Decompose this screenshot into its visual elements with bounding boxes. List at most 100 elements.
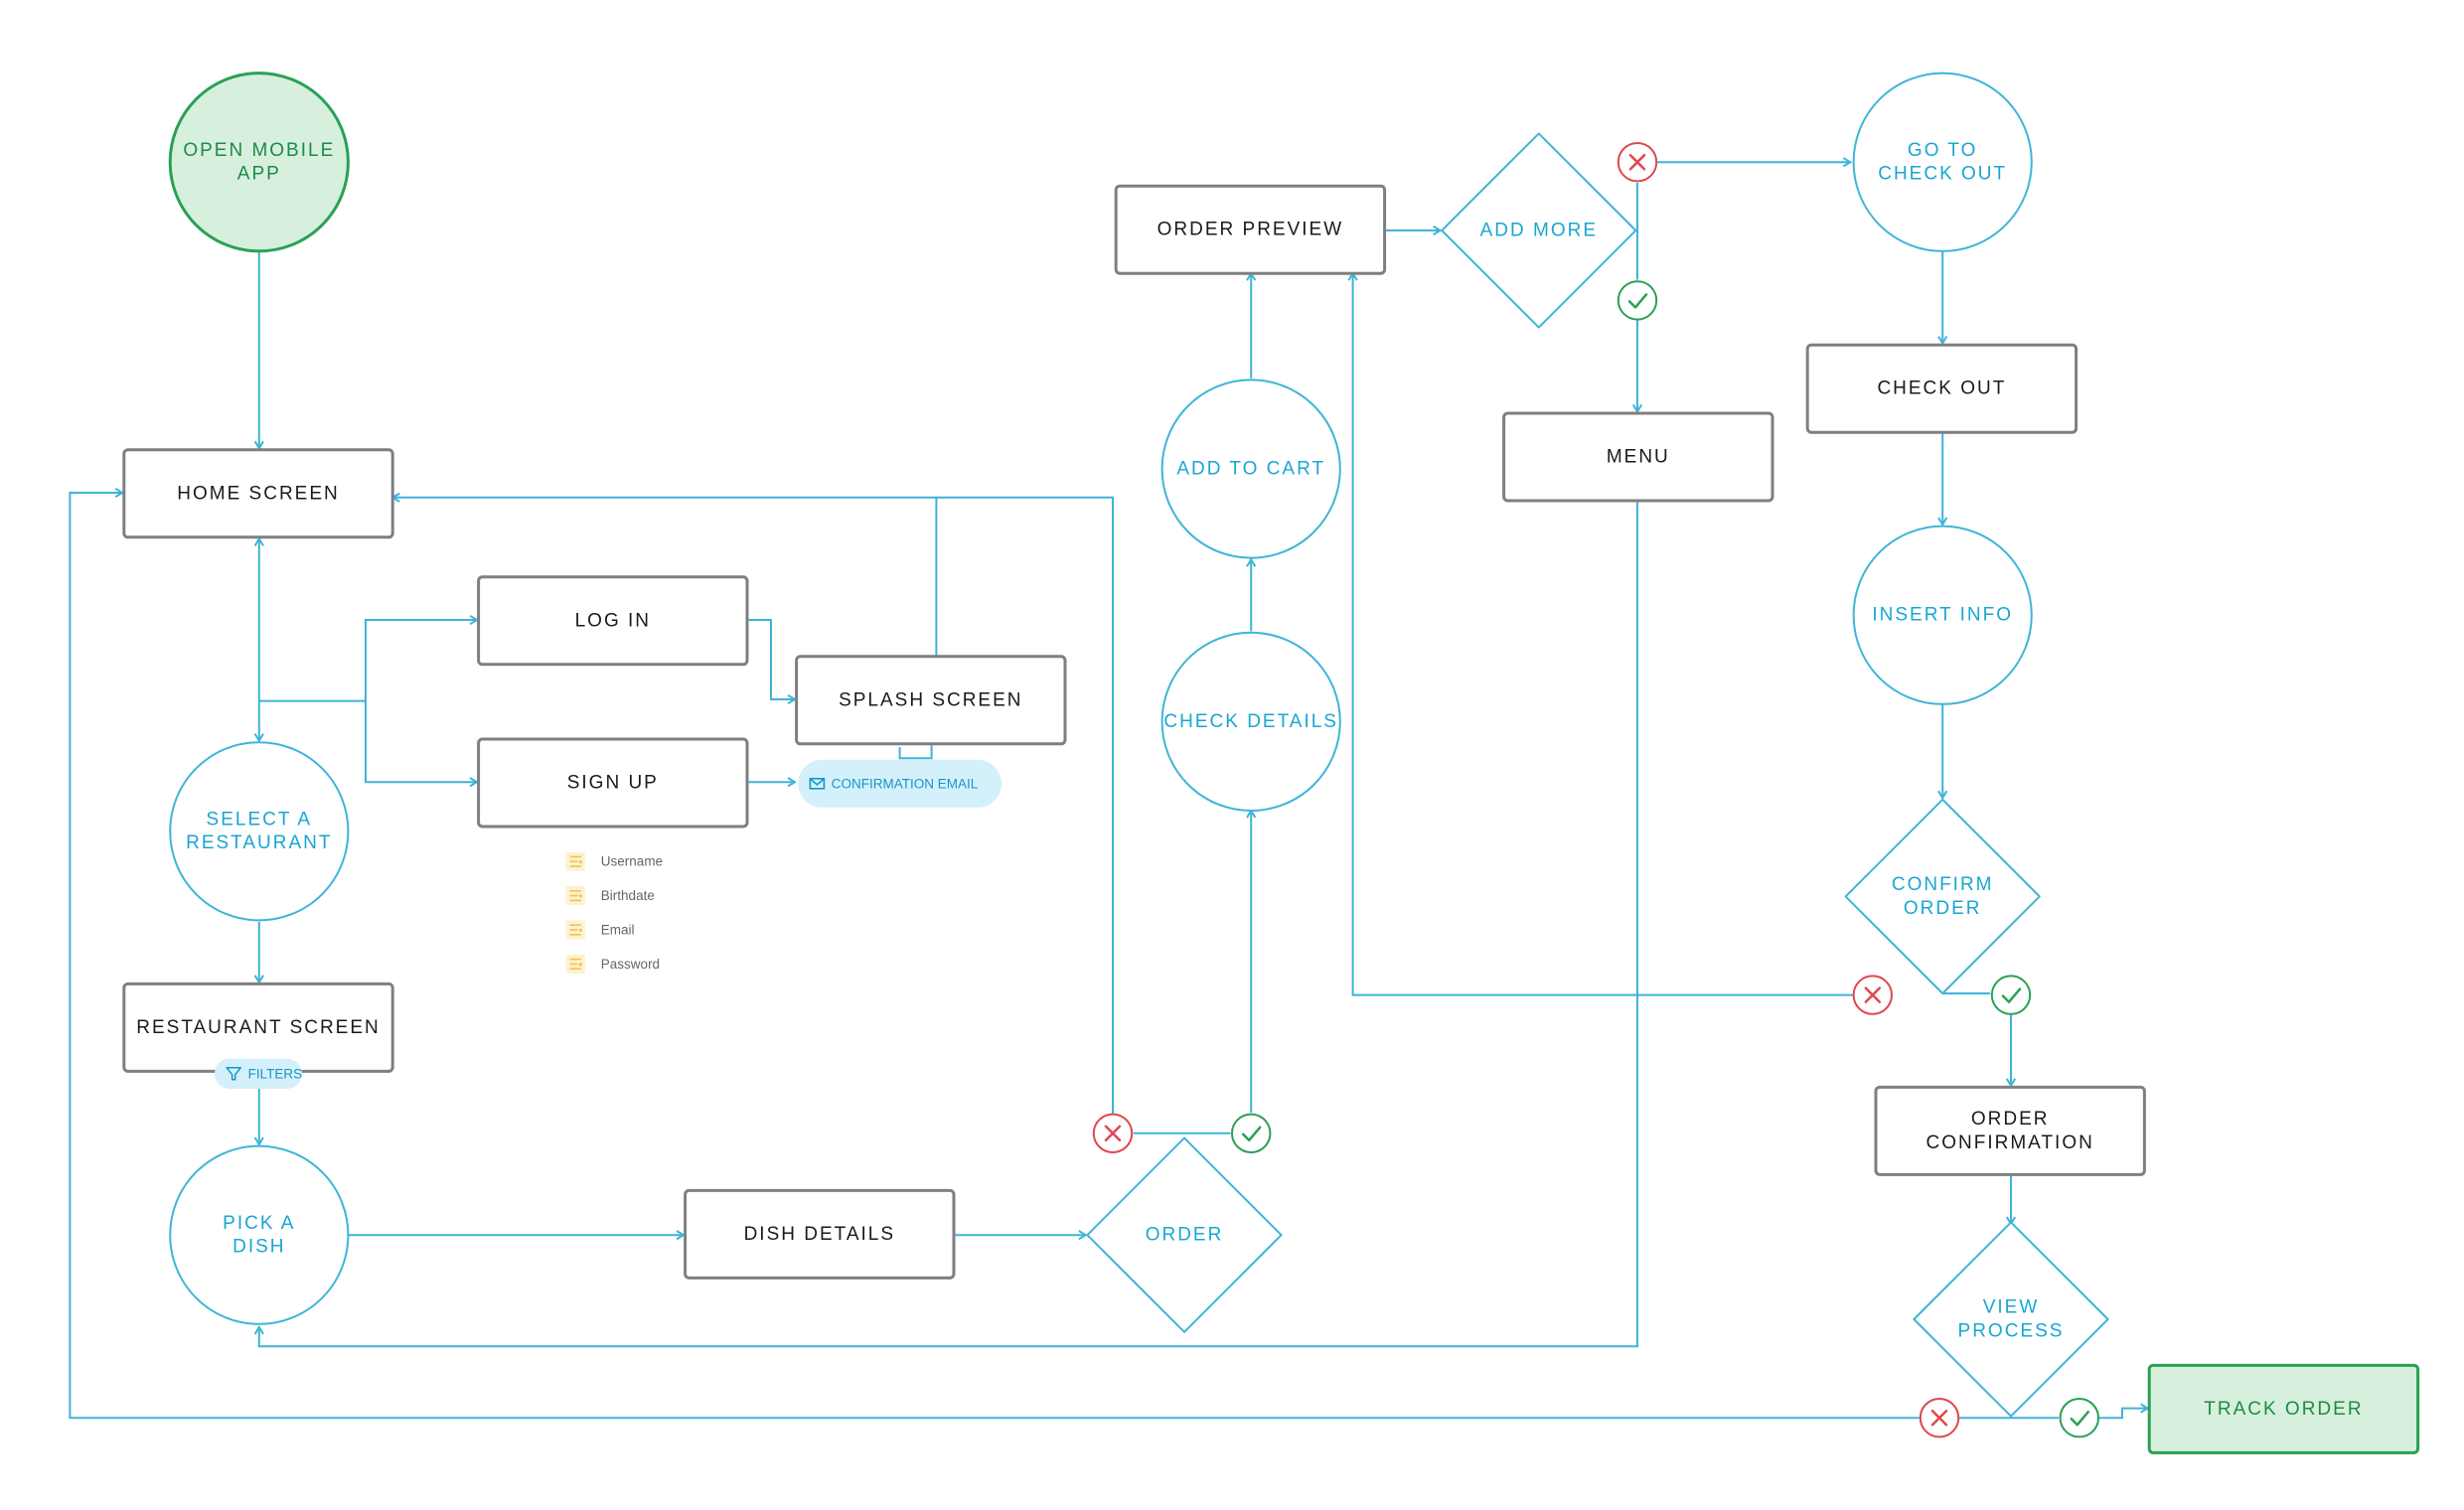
- arrowhead: [114, 487, 125, 499]
- dish-details-label-1: DISH DETAILS: [744, 1224, 895, 1245]
- select-restaurant-label-2: RESTAURANT: [186, 832, 332, 853]
- arrowhead: [1937, 517, 1948, 527]
- confirm-order-diamond: CONFIRM ORDER: [1844, 798, 2041, 994]
- arrowhead: [1842, 157, 1853, 168]
- open-app-label-2: APP: [237, 164, 281, 185]
- arrowhead: [2140, 1403, 2150, 1414]
- filters-tag: FILTERS: [215, 1058, 302, 1089]
- arrowhead: [787, 693, 797, 705]
- add-more-diamond: ADD MORE: [1441, 132, 1637, 329]
- order-preview-box-frame: [1114, 184, 1387, 275]
- add-to-cart-circle: ADD TO CART: [1160, 378, 1341, 559]
- insert-info-label-1: INSERT INFO: [1872, 605, 2013, 626]
- go-to-checkout-label-2: CHECK OUT: [1878, 164, 2007, 185]
- add-more-diamond-shape: [1441, 132, 1637, 329]
- splash-screen-label-1: SPLASH SCREEN: [839, 689, 1022, 710]
- order-confirmation-box-frame: [1874, 1085, 2146, 1176]
- track-order-label-1: TRACK ORDER: [2204, 1399, 2363, 1420]
- splash-screen-box: SPLASH SCREEN: [795, 655, 1067, 746]
- arrowhead: [1433, 225, 1443, 236]
- confirm-order-label-2: ORDER: [1904, 898, 1982, 919]
- pick-dish-label-2: DISH: [232, 1237, 285, 1258]
- form-field-icon: [565, 851, 585, 871]
- dish-details-box-frame: [684, 1188, 956, 1280]
- select-restaurant-circle-shape: [169, 741, 350, 922]
- log-in-box-frame: [477, 575, 749, 667]
- nodes: OPEN MOBILE APP HOME SCREEN LOG IN SIGN UP SP…: [122, 72, 2420, 1454]
- connector-line: [69, 492, 1959, 1420]
- connector-line: [365, 700, 477, 784]
- connector-line: [365, 619, 477, 701]
- connector-line: [936, 496, 1114, 1115]
- add-to-cart-label-1: ADD TO CART: [1176, 459, 1325, 480]
- home-screen-box-frame: [122, 448, 394, 539]
- check-details-circle-shape: [1160, 631, 1341, 813]
- log-in-box: LOG IN: [477, 575, 749, 667]
- view-process-label-2: PROCESS: [1958, 1320, 2065, 1341]
- yes-check-icon: [1990, 975, 2032, 1015]
- pick-dish-label-1: PICK A: [223, 1213, 295, 1234]
- form-field-icon: [565, 954, 585, 974]
- no-cross-icon: [1852, 975, 1894, 1015]
- menu-box: MENU: [1502, 411, 1774, 503]
- menu-label-1: MENU: [1607, 447, 1670, 468]
- arrowhead: [676, 1230, 686, 1241]
- form-field-icon: [565, 886, 585, 906]
- arrowhead: [1937, 790, 1948, 801]
- sign-up-box: SIGN UP: [477, 737, 749, 829]
- no-cross-icon: [1919, 1398, 1960, 1438]
- connector-line: [1351, 273, 1892, 996]
- connector-line: [257, 502, 1638, 1348]
- restaurant-screen-label-1: RESTAURANT SCREEN: [136, 1017, 381, 1038]
- track-order-box: TRACK ORDER: [2147, 1363, 2420, 1454]
- order-diamond: ORDER: [1086, 1136, 1283, 1333]
- log-in-label-1: LOG IN: [575, 610, 651, 631]
- view-process-diamond-shape: [1913, 1221, 2109, 1418]
- select-restaurant-label-1: SELECT A: [207, 809, 312, 830]
- arrowhead: [1631, 403, 1643, 414]
- splash-screen-box-frame: [795, 655, 1067, 746]
- connectors: [69, 157, 2150, 1420]
- arrowhead: [253, 733, 264, 743]
- yes-check-icon: [1231, 1113, 1272, 1154]
- arrowhead: [1078, 1230, 1088, 1241]
- menu-box-frame: [1502, 411, 1774, 503]
- arrowhead: [2005, 1078, 2017, 1088]
- home-screen-label-1: HOME SCREEN: [177, 483, 339, 504]
- mail-icon: [809, 777, 826, 790]
- home-screen-box: HOME SCREEN: [122, 448, 394, 539]
- arrowhead: [253, 1325, 264, 1335]
- connector-line: [898, 743, 933, 760]
- signup-field-label: Password: [601, 957, 660, 972]
- open-app-label-1: OPEN MOBILE: [183, 140, 335, 161]
- order-preview-label-1: ORDER PREVIEW: [1157, 220, 1344, 240]
- signup-field-label: Birthdate: [601, 888, 655, 903]
- arrowhead: [253, 975, 264, 984]
- no-cross-icon: [1092, 1113, 1134, 1154]
- signup-field-label: Username: [601, 854, 663, 869]
- filter-icon: [226, 1067, 241, 1081]
- arrowhead: [1937, 336, 1948, 346]
- restaurant-screen-box: RESTAURANT SCREEN: [122, 982, 394, 1073]
- check-out-box: CHECK OUT: [1805, 343, 2079, 434]
- arrowhead: [253, 536, 264, 546]
- signup-field-label: Email: [601, 923, 635, 938]
- sign-up-box-frame: [477, 737, 749, 829]
- check-out-box-frame: [1805, 343, 2079, 434]
- confirmation-email-tag: CONFIRMATION EMAIL: [798, 759, 1001, 808]
- pick-dish-circle: PICK A DISH: [169, 1144, 350, 1325]
- arrowhead: [469, 777, 479, 788]
- yes-check-icon: [2059, 1398, 2100, 1438]
- view-process-label-1: VIEW: [1983, 1297, 2040, 1318]
- confirm-order-label-1: CONFIRM: [1892, 874, 1994, 895]
- confirm-order-diamond-shape: [1844, 798, 2041, 994]
- insert-info-circle: INSERT INFO: [1852, 525, 2033, 705]
- connector-line: [2098, 1407, 2148, 1420]
- arrowhead: [787, 777, 797, 788]
- form-field-icon: [565, 920, 585, 940]
